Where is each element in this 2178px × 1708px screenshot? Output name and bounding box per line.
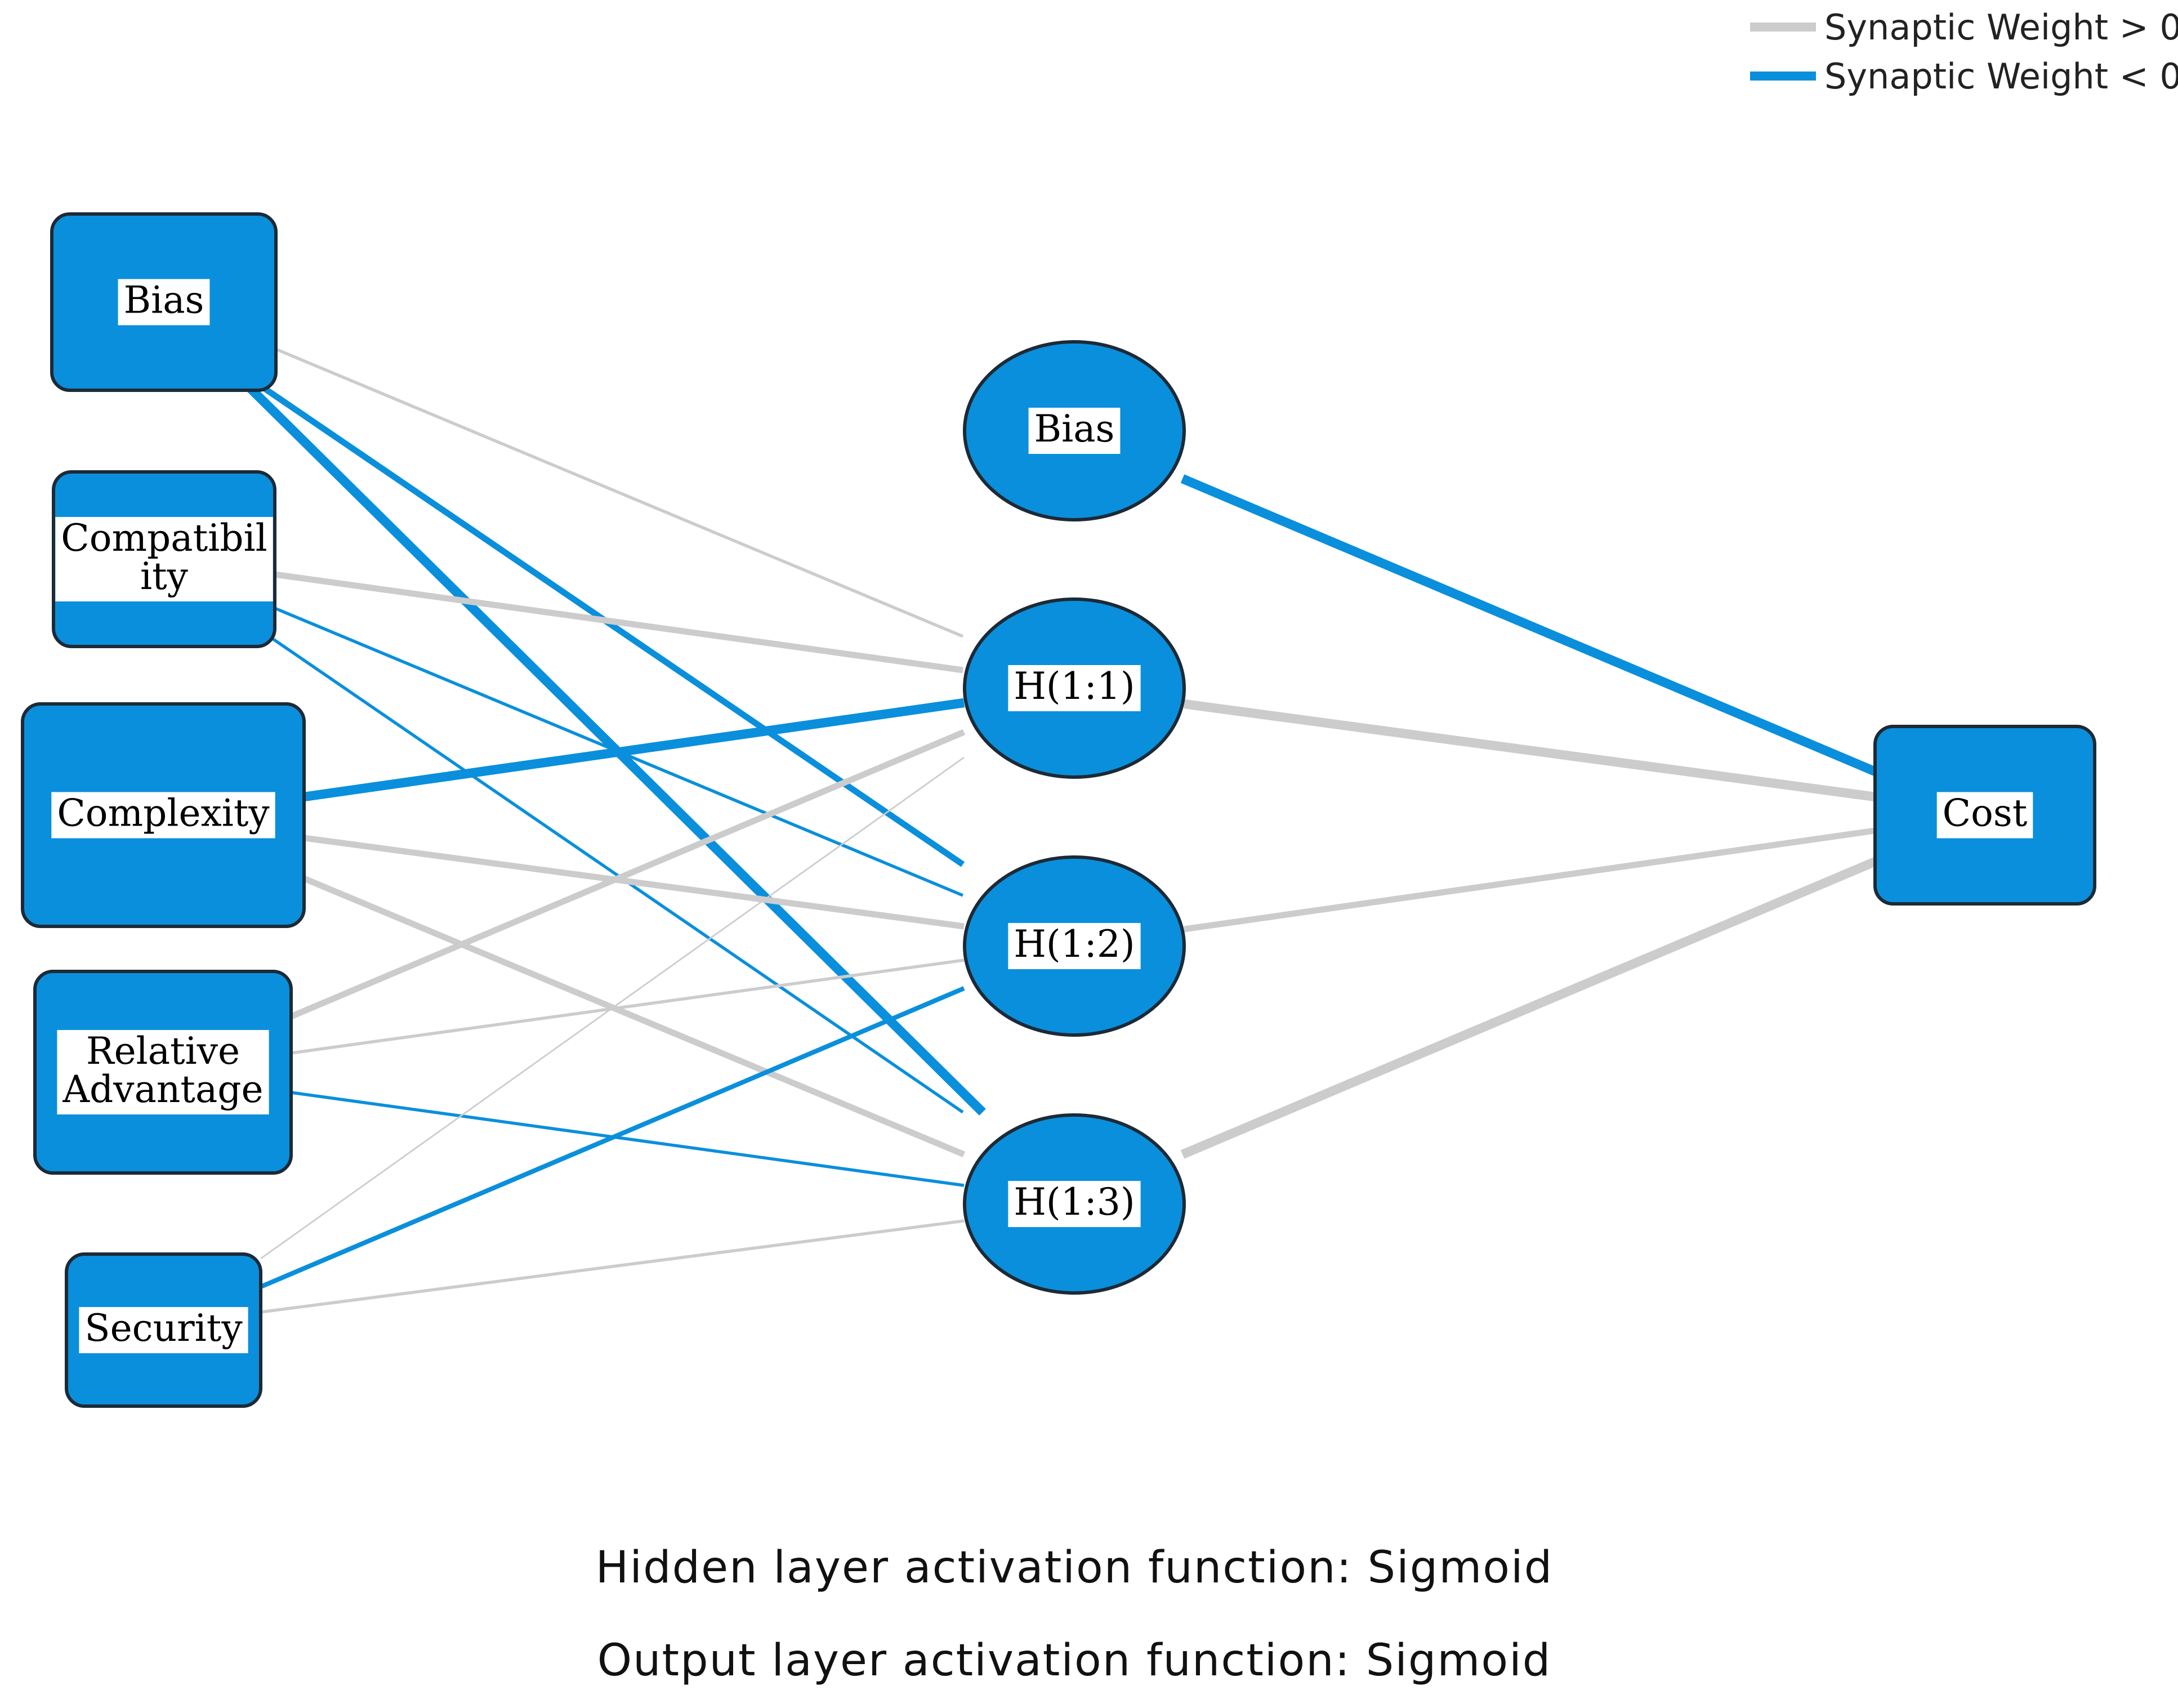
node-label-h2: H(1:2) (1014, 922, 1135, 966)
node-label-bg-h2 (1008, 923, 1141, 969)
node-in_complex: Complexity (21, 702, 306, 928)
legend-positive-label: Synaptic Weight > 0 (1824, 7, 2178, 48)
node-label-h3: H(1:3) (1014, 1180, 1135, 1224)
connection-in_relative-to-h1 (289, 729, 966, 1020)
connection-h2-to-out_cost (1184, 827, 1876, 933)
connection-in_security-to-h3 (260, 1219, 965, 1314)
node-label-out_cost: Cost (1943, 792, 2028, 835)
node-label-h_bias: Bias (1034, 407, 1115, 451)
node-label-in_security: Security (84, 1306, 243, 1350)
node-h1: H(1:1) (963, 597, 1186, 779)
legend: Synaptic Weight > 0 Synaptic Weight < 0 (1750, 7, 2178, 97)
node-label-bg-in_bias (118, 279, 210, 325)
legend-negative-label: Synaptic Weight < 0 (1824, 56, 2178, 97)
connection-h_bias-to-out_cost (1180, 474, 1877, 776)
connection-in_security-to-h2 (260, 986, 965, 1289)
node-label-bg-h1 (1008, 665, 1141, 711)
node-label-bg-in_security (79, 1307, 248, 1353)
connection-in_compat-to-h3 (268, 635, 964, 1114)
node-h_bias: Bias (963, 340, 1186, 521)
connection-h3-to-out_cost (1180, 857, 1877, 1159)
connection-in_compat-to-h1 (274, 571, 963, 674)
node-label-in_complex: Complexity (57, 792, 270, 835)
connection-in_relative-to-h3 (291, 1091, 965, 1187)
node-label-bg-in_compat (55, 517, 273, 601)
connection-h1-to-out_cost (1183, 699, 1876, 802)
node-label-bg-h3 (1008, 1181, 1141, 1227)
node-label-in_bias: Bias (124, 279, 204, 322)
node-label-h1: H(1:1) (1014, 665, 1135, 708)
output-activation-text: Output layer activation function: Sigmoi… (597, 1635, 1552, 1686)
connection-in_relative-to-h2 (291, 958, 965, 1055)
connections (247, 347, 1877, 1314)
node-h2: H(1:2) (963, 855, 1186, 1037)
connection-in_security-to-h1 (260, 756, 965, 1260)
node-label-bg-h_bias (1028, 408, 1121, 454)
connection-in_complex-to-h1 (303, 698, 965, 802)
connection-in_complex-to-h2 (304, 835, 965, 930)
node-label-in_relative-line-1: Relative (86, 1029, 240, 1073)
node-label-bg-in_complex (51, 792, 275, 839)
connection-in_bias-to-h1 (275, 347, 964, 638)
node-label-in_compat-line-2: ity (140, 555, 189, 598)
footer: Hidden layer activation function: Sigmoi… (596, 1542, 1553, 1686)
connection-in_bias-to-h2 (262, 386, 965, 867)
node-label-in_compat-line-1: Compatibil (61, 516, 267, 560)
node-in_bias: Bias (50, 212, 278, 392)
node-in_security: Security (65, 1252, 262, 1408)
node-label-bg-in_relative (57, 1030, 269, 1114)
node-label-in_relative-line-2: Advantage (62, 1068, 263, 1111)
node-label-bg-out_cost (1936, 792, 2033, 839)
hidden-activation-text: Hidden layer activation function: Sigmoi… (596, 1542, 1553, 1593)
nodes: BiasCompatibilityComplexityRelativeAdvan… (21, 212, 2096, 1408)
node-out_cost: Cost (1873, 725, 2096, 906)
connection-in_complex-to-h3 (302, 875, 966, 1158)
node-h3: H(1:3) (963, 1113, 1186, 1295)
